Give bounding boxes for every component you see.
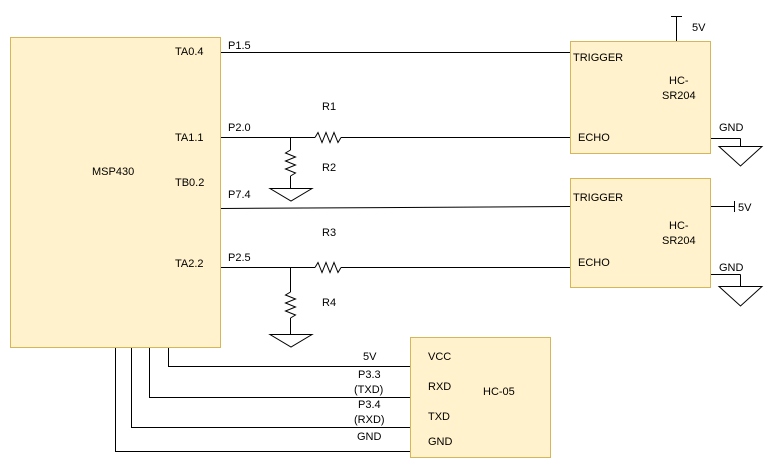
ground-sensor2-icon (717, 286, 764, 307)
sensor2-name-line1: HC- (669, 220, 689, 232)
hc05-wire-label-txd-1: P3.4 (358, 399, 381, 411)
resistor-r3-label: R3 (322, 227, 336, 239)
sensor1-gnd-label: GND (719, 122, 744, 134)
sensor2-vcc-label: 5V (738, 202, 752, 214)
msp430-port-ta22: TA2.2 (175, 258, 204, 270)
wire-p74 (220, 206, 571, 209)
hc05-block (410, 337, 551, 458)
wires (115, 16, 764, 452)
sensor1-vcc-label: 5V (692, 22, 706, 34)
sensor2-block (570, 178, 711, 288)
sensor2-gnd-label: GND (719, 262, 744, 274)
msp430-label: MSP430 (92, 166, 134, 178)
msp430-port-ta04: TA0.4 (175, 46, 204, 58)
hc05-wire-label-rxd-1: P3.3 (358, 369, 381, 381)
wire-label-p74: P7.4 (228, 189, 251, 201)
hc05-vcc-wire (168, 348, 410, 367)
resistor-r1-label: R1 (322, 101, 336, 113)
msp430-port-ta11: TA1.1 (175, 132, 204, 144)
hc05-pin-vcc: VCC (428, 351, 451, 363)
sensor2-echo-label: ECHO (578, 257, 610, 269)
sensor1-block (570, 41, 711, 154)
wire-label-p20: P2.0 (228, 122, 251, 134)
hc05-rxd-wire (149, 348, 410, 398)
wire-label-p15: P1.5 (228, 40, 251, 52)
hc05-wire-label-gnd: GND (357, 431, 382, 443)
hc05-txd-wire (131, 348, 410, 428)
msp430-block (10, 37, 221, 348)
sensor2-name-line2: SR204 (662, 235, 696, 247)
hc05-wire-label-vcc: 5V (363, 351, 377, 363)
ground-r4-icon (268, 334, 314, 348)
wire-label-p25: P2.5 (228, 252, 251, 264)
resistor-r3-symbol (314, 261, 342, 274)
hc05-pin-rxd: RXD (428, 381, 451, 393)
resistor-r1-symbol (314, 131, 342, 144)
hc05-wire-label-txd-2: (RXD) (354, 414, 385, 426)
hc05-pin-txd: TXD (428, 411, 450, 423)
ground-r2-icon (268, 188, 314, 202)
resistor-r2-symbol (284, 149, 297, 177)
sensor1-name-line1: HC- (669, 75, 689, 87)
sensor1-trigger-label: TRIGGER (573, 52, 623, 64)
hc05-gnd-wire (115, 348, 410, 452)
sensor1-echo-label: ECHO (578, 132, 610, 144)
hc05-label: HC-05 (483, 386, 515, 398)
resistor-r4-symbol (284, 291, 297, 319)
hc05-pin-gnd: GND (428, 436, 453, 448)
sensor1-name-line2: SR204 (662, 90, 696, 102)
sensor2-trigger-label: TRIGGER (573, 192, 623, 204)
resistor-r4-label: R4 (322, 297, 336, 309)
resistor-r2-label: R2 (322, 162, 336, 174)
msp430-port-tb02: TB0.2 (175, 177, 204, 189)
hc05-wire-label-rxd-2: (TXD) (354, 384, 383, 396)
ground-sensor1-icon (717, 146, 764, 167)
